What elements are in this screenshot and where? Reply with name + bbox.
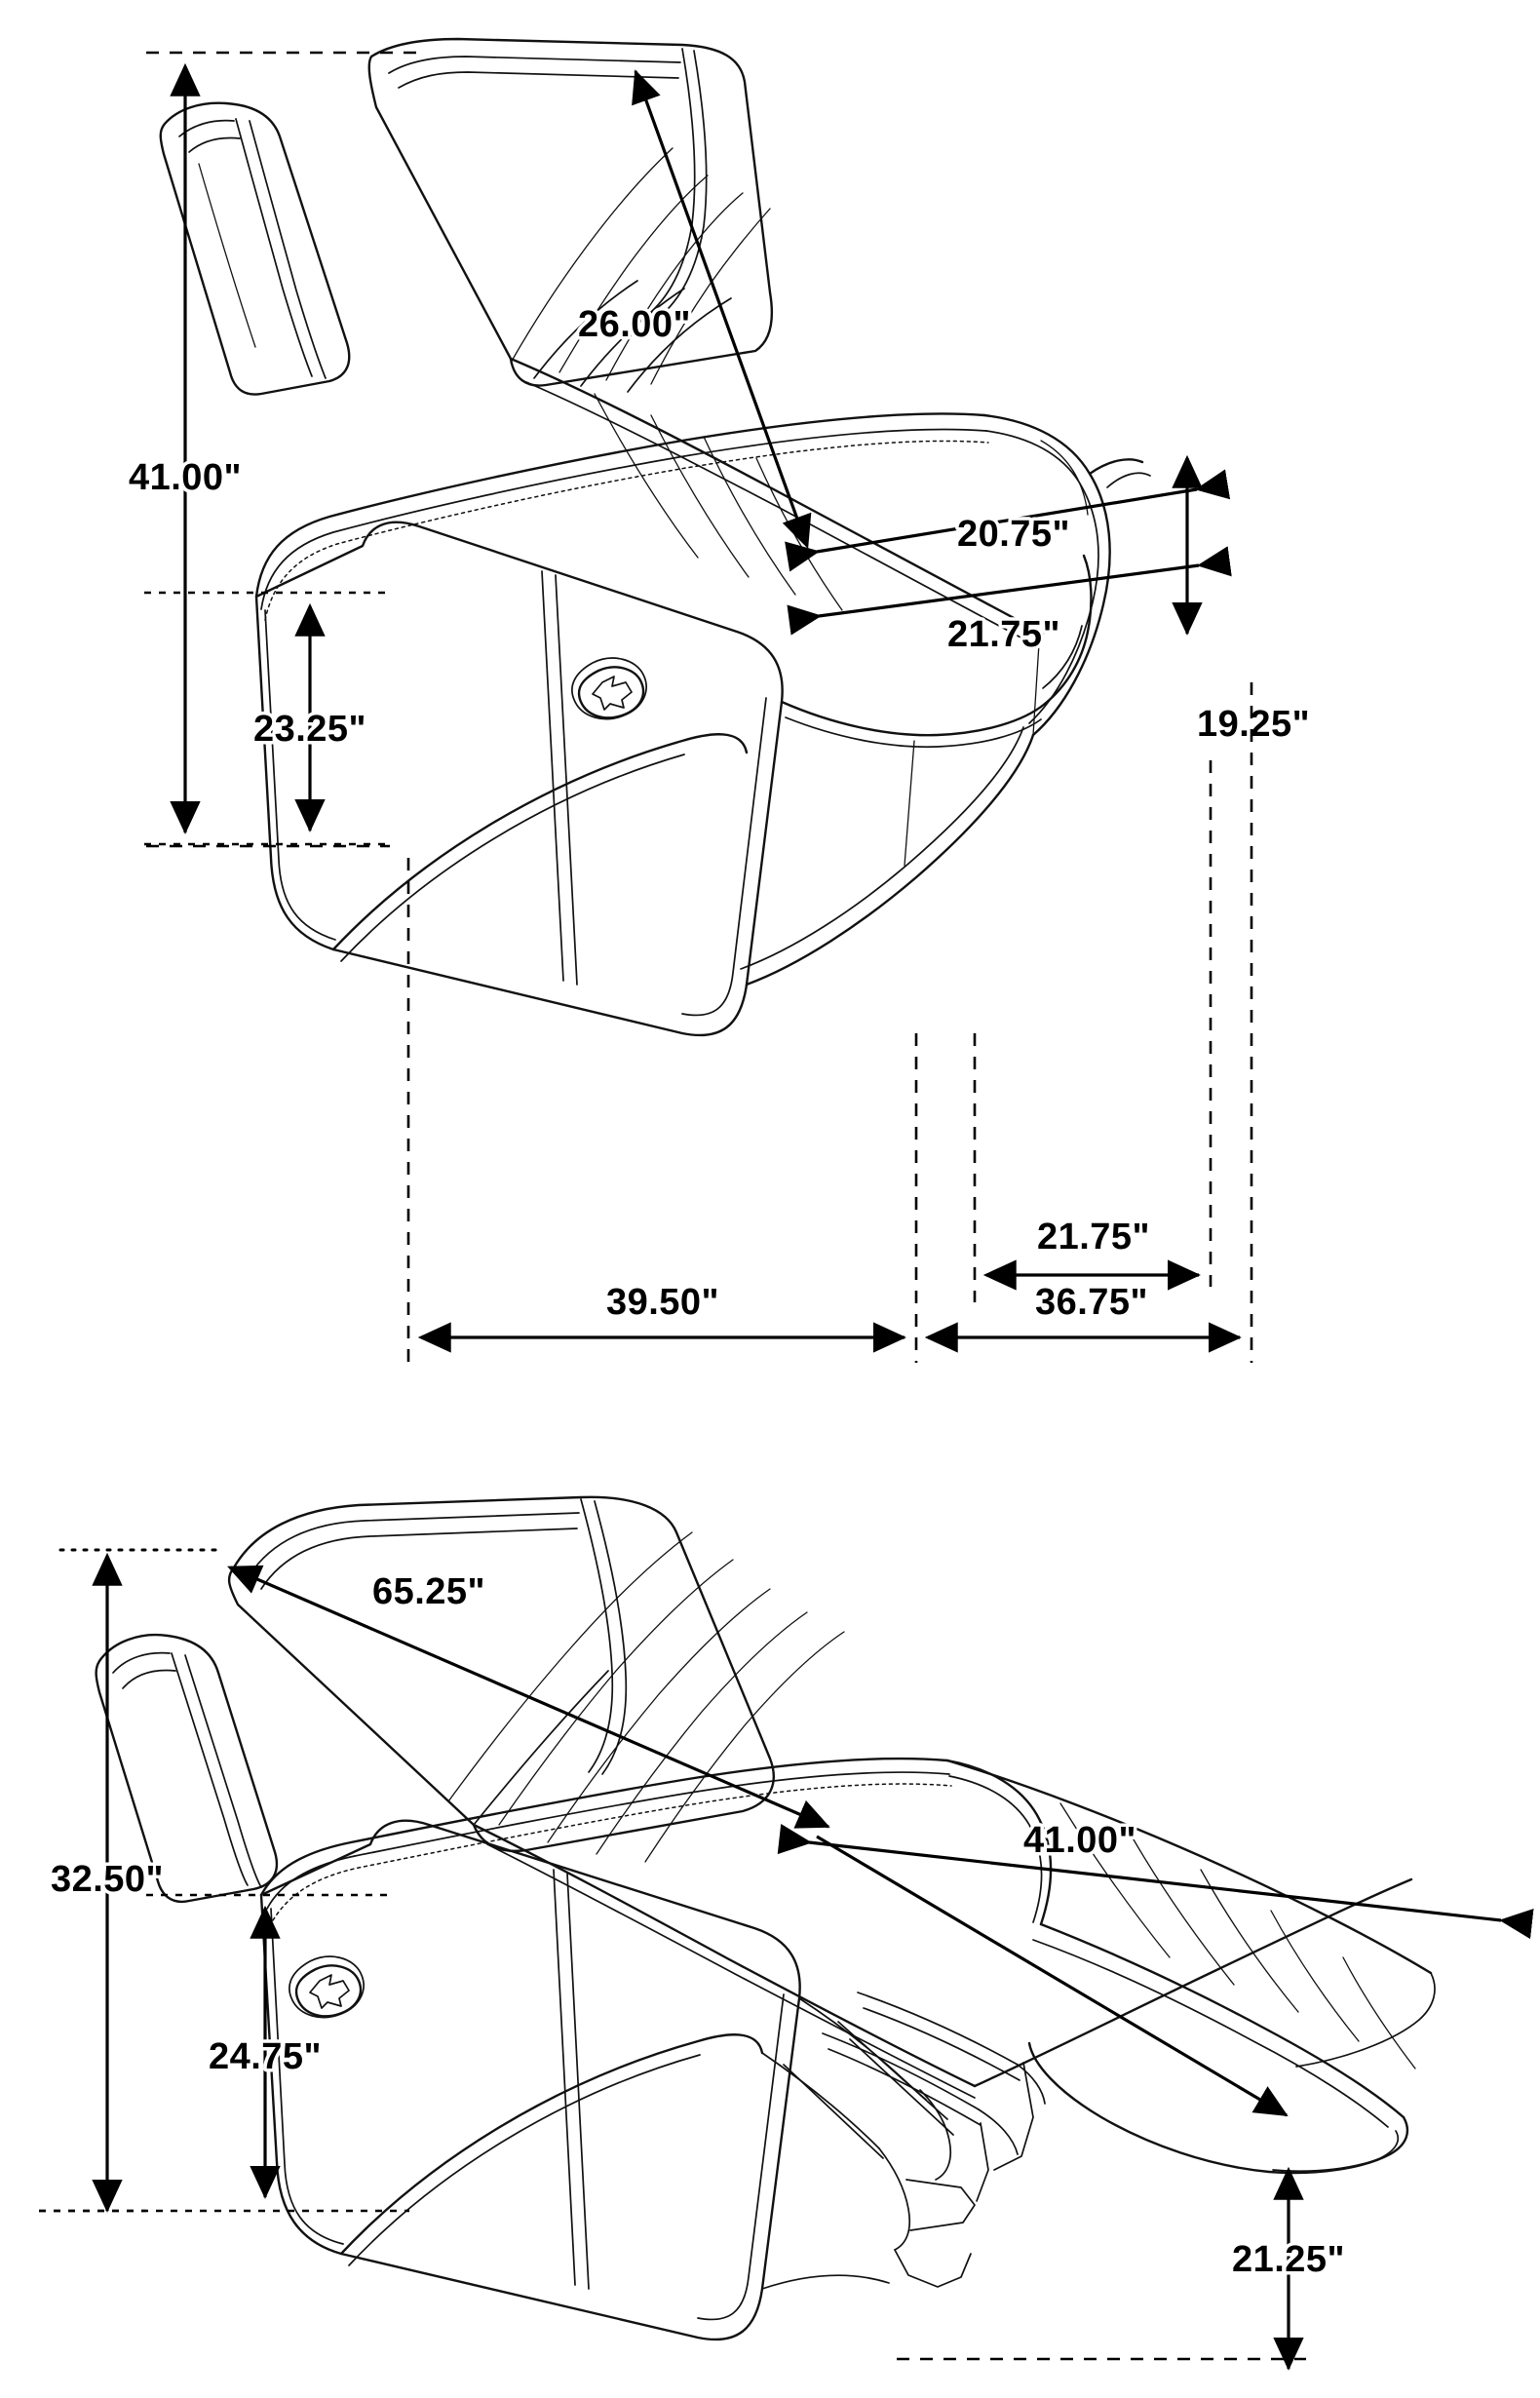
dim-side-depth: 21.75" xyxy=(973,760,1213,1302)
dim-label-arm-height: 23.25" xyxy=(253,709,366,750)
dim-label-seat-width: 21.75" xyxy=(947,614,1060,655)
upright-left-wing xyxy=(159,101,351,396)
dim-arm-height: 23.25" xyxy=(144,591,390,846)
dim-reclined-arm-height: 24.75" xyxy=(39,1893,409,2213)
dim-label-side-depth: 21.75" xyxy=(1037,1217,1150,1257)
upright-backrest xyxy=(367,37,774,393)
dim-seat-depth: 20.75" xyxy=(785,469,1231,572)
dim-overall-height: 41.00" xyxy=(125,51,419,848)
dim-seat-width: 21.75" xyxy=(787,546,1232,659)
dim-overall-width: 36.75" xyxy=(924,682,1253,1363)
dim-label-seat-height: 19.25" xyxy=(1197,704,1310,745)
dim-footrest-height: 21.25" xyxy=(897,2166,1348,2371)
dim-label-reclined-length: 65.25" xyxy=(372,1571,485,1612)
dim-label-seat-depth: 20.75" xyxy=(957,514,1070,555)
dim-label-back-height: 26.00" xyxy=(578,304,691,345)
dim-label-overall-height: 41.00" xyxy=(129,457,242,498)
reclined-seat xyxy=(259,1757,1053,2099)
dim-label-footrest-height: 21.25" xyxy=(1232,2239,1345,2280)
figure-upright: 41.00" 26.00" 20.75" 21.75" 19.25" 23.25… xyxy=(125,37,1313,1363)
upright-side-panel xyxy=(254,521,784,1037)
figure-reclined: 65.25" 41.00" 32.50" 24.75" 21.25" xyxy=(39,1495,1534,2371)
dim-back-height: 26.00" xyxy=(574,69,812,550)
dim-reclined-extension: 41.00" xyxy=(777,1817,1534,2117)
dim-overall-depth: 39.50" xyxy=(406,858,918,1363)
dim-label-overall-width: 36.75" xyxy=(1035,1282,1148,1323)
reclined-mechanism xyxy=(761,1997,976,2290)
reclined-side-panel xyxy=(259,1819,801,2341)
dim-label-reclined-arm-height: 24.75" xyxy=(209,2036,322,2077)
dim-seat-height: 19.25" xyxy=(1172,454,1313,749)
dim-label-overall-depth: 39.50" xyxy=(606,1282,719,1323)
dim-label-reclined-extension: 41.00" xyxy=(1023,1820,1136,1861)
dim-reclined-length: 65.25" xyxy=(58,1548,830,1829)
